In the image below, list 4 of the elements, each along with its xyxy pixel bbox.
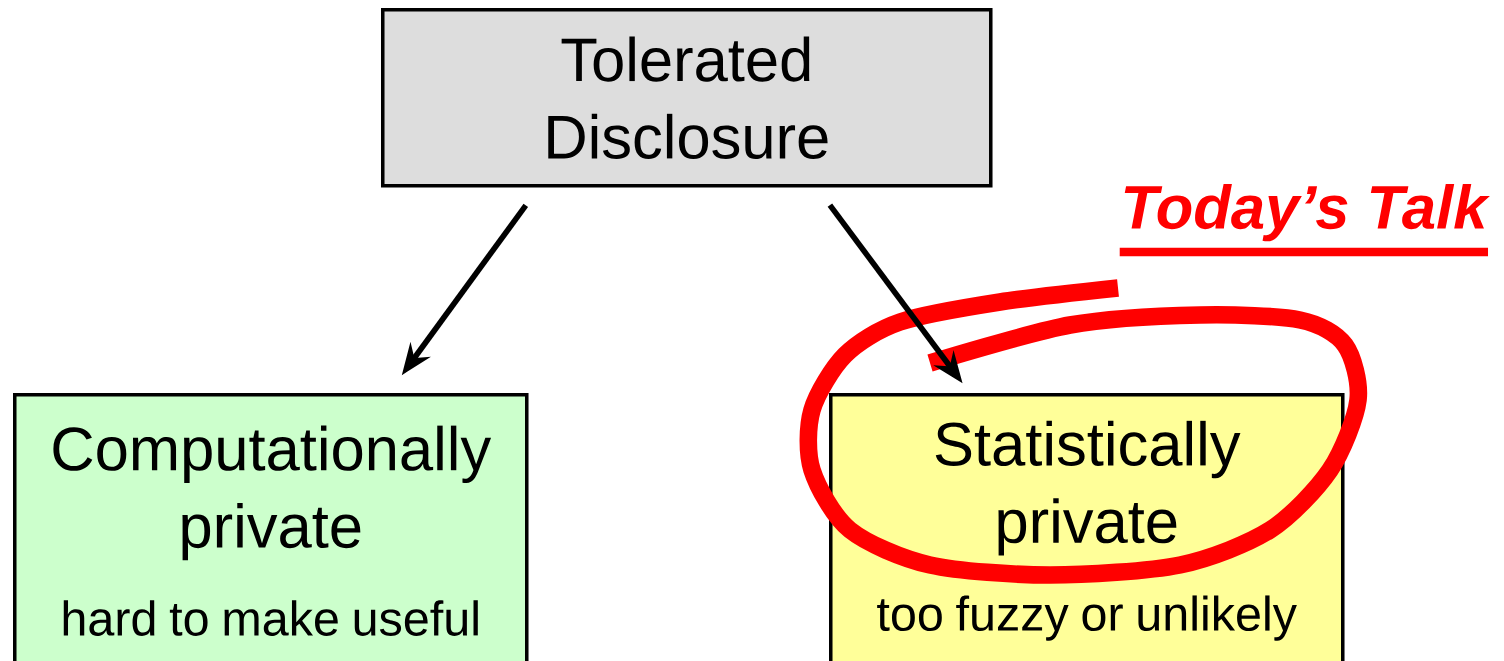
root-box: Tolerated Disclosure [381, 8, 993, 188]
category-box: Computationally private hard to make useful [13, 393, 529, 661]
highlight-note: Today’s Talk [1119, 183, 1490, 257]
category-box: Statistically private too fuzzy or unlikely [829, 393, 1345, 661]
